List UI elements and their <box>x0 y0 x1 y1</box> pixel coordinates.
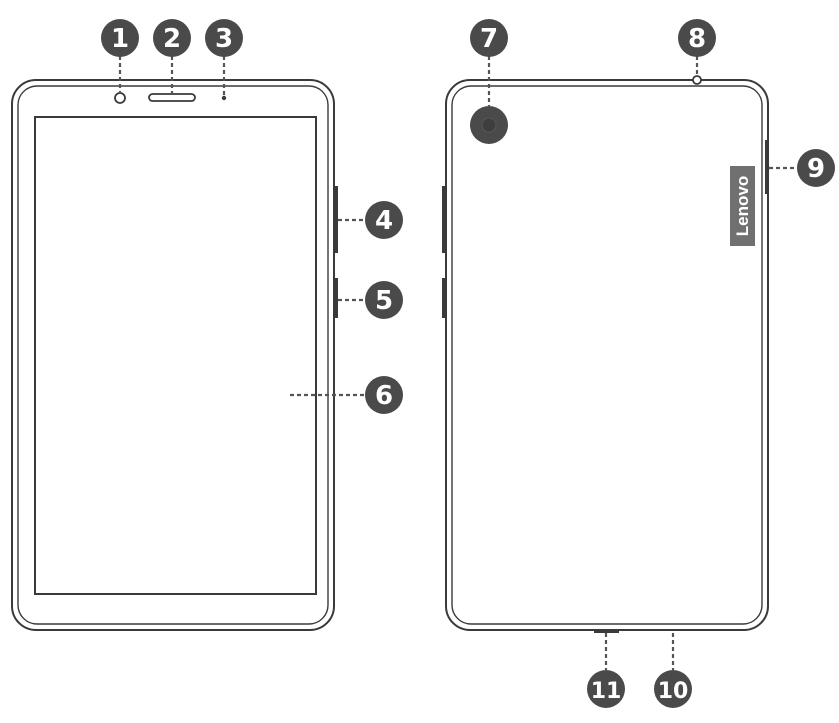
leader-lines <box>118 56 798 670</box>
callout-4: 4 <box>365 201 403 239</box>
earpiece-speaker <box>148 93 196 102</box>
callout-7: 7 <box>470 19 508 57</box>
front-body-inner <box>17 85 329 625</box>
brand-logo: Lenovo <box>730 166 755 246</box>
back-power-button <box>442 278 446 318</box>
svg-text:10: 10 <box>658 679 689 704</box>
svg-text:3: 3 <box>215 24 233 54</box>
callout-11: 11 <box>587 670 625 708</box>
headset-jack <box>692 75 702 85</box>
callout-1: 1 <box>101 19 139 57</box>
back-body-inner <box>451 85 763 625</box>
callout-8: 8 <box>678 19 716 57</box>
tablet-back: Lenovo <box>442 75 769 633</box>
front-body-outer <box>11 79 335 631</box>
front-display <box>34 116 317 595</box>
light-sensor <box>221 95 227 101</box>
svg-text:9: 9 <box>807 154 825 184</box>
svg-text:5: 5 <box>375 286 393 316</box>
callout-5: 5 <box>365 281 403 319</box>
tablet-front <box>11 79 338 631</box>
svg-text:8: 8 <box>688 24 706 54</box>
back-volume-button <box>442 186 446 253</box>
svg-text:7: 7 <box>480 24 498 54</box>
callout-3: 3 <box>205 19 243 57</box>
usb-port <box>594 629 619 633</box>
power-button <box>334 278 338 318</box>
svg-text:6: 6 <box>375 381 393 411</box>
svg-text:2: 2 <box>163 24 181 54</box>
callout-10: 10 <box>654 670 692 708</box>
brand-logo-bg <box>730 166 755 246</box>
svg-text:1: 1 <box>111 24 129 54</box>
callout-2: 2 <box>153 19 191 57</box>
svg-text:4: 4 <box>375 206 393 236</box>
rear-camera-lens <box>481 117 497 133</box>
brand-logo-text: Lenovo <box>733 176 752 236</box>
microsd-slot <box>765 140 769 194</box>
callout-9: 9 <box>797 149 835 187</box>
callout-6: 6 <box>365 376 403 414</box>
volume-button <box>334 186 338 253</box>
front-camera-icon <box>114 92 126 104</box>
back-body-outer <box>445 79 769 631</box>
svg-text:11: 11 <box>591 679 622 704</box>
